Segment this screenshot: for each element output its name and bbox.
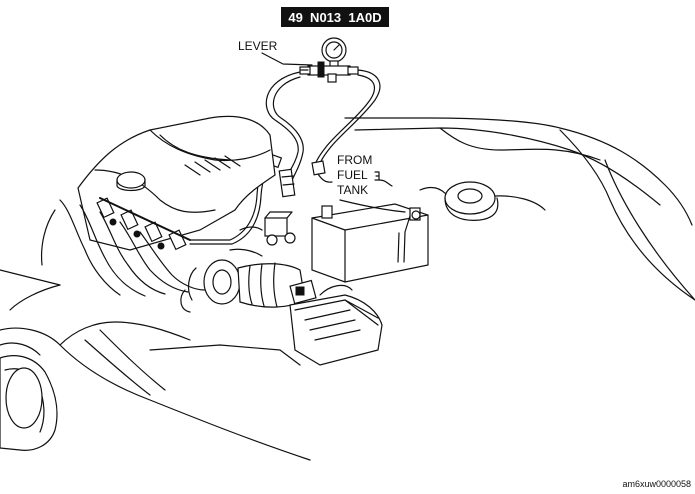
lever-label: LEVER	[238, 39, 278, 53]
tool-number-badge: 49 N013 1A0D	[281, 7, 389, 27]
tool-number-text: 49 N013 1A0D	[288, 10, 381, 25]
fuel-label: FUEL	[337, 168, 368, 182]
figure-code: am6xuw0000058	[622, 479, 691, 489]
vehicle-body	[344, 117, 695, 301]
air-cleaner	[289, 284, 383, 366]
front-bumper	[0, 269, 311, 461]
lever-callout: LEVER	[238, 39, 313, 66]
from-fuel-tank-callout: FROM FUEL TANK	[337, 153, 393, 197]
right-hose	[311, 69, 381, 183]
air-intake	[180, 259, 317, 313]
gauge-manifold	[299, 61, 359, 83]
from-label: FROM	[337, 153, 372, 167]
tank-label: TANK	[337, 183, 368, 197]
pressure-gauge	[321, 37, 347, 68]
battery	[311, 199, 429, 283]
fuel-injectors	[96, 197, 191, 251]
fuel-rail-hardware	[229, 211, 296, 257]
